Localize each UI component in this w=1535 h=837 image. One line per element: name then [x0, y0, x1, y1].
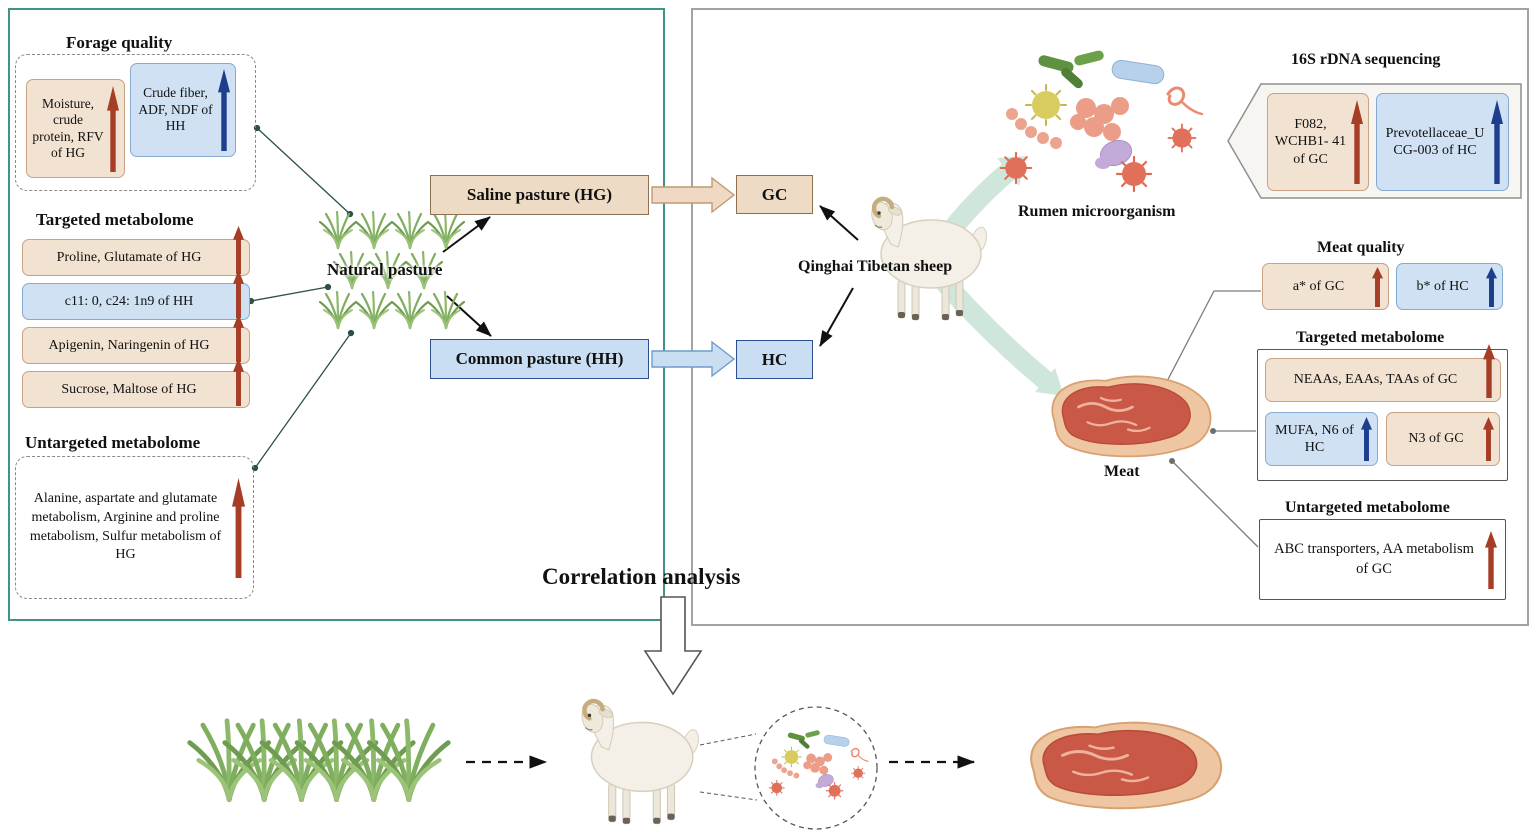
increase-arrow-icon [1491, 100, 1503, 184]
sheep-results-panel [691, 8, 1529, 626]
pasture-panel [8, 8, 665, 621]
targeted-row-2-text: c11: 0, c24: 1n9 of HH [64, 293, 194, 309]
untargeted-metabolome-left-title: Untargeted metabolome [25, 433, 201, 452]
magnifier-cone-lines [699, 733, 758, 801]
meat-quality-hc-text: b* of HC [1416, 278, 1469, 294]
targeted-row-1: Proline, Glutamate of HG [22, 225, 250, 276]
sheep-to-meat-green-arrowhead [1035, 368, 1064, 396]
increase-arrow-icon [233, 357, 244, 406]
targeted-row-1-text: Proline, Glutamate of HG [56, 249, 202, 265]
sequencing-gc-box: F082, WCHB1- 41 of GC [1267, 93, 1369, 191]
increase-arrow-icon [233, 269, 244, 318]
untargeted-metabolome-left-box: Alanine, aspartate and glutamate metabol… [15, 456, 254, 599]
increase-arrow-icon [233, 225, 244, 274]
meat-quality-gc-text: a* of GC [1292, 278, 1345, 294]
sequencing-hc-box: Prevotellaceae_UCG-003 of HC [1376, 93, 1509, 191]
targeted-right-row2a-text: MUFA, N6 of HC [1275, 422, 1354, 455]
increase-arrow-icon [1372, 266, 1383, 307]
meat-illustration [1050, 375, 1212, 458]
increase-arrow-icon [1351, 100, 1363, 184]
gc-group-box: GC [736, 175, 813, 214]
increase-arrow-icon [233, 313, 244, 362]
increase-arrow-icon [1485, 530, 1497, 589]
untargeted-metabolome-right-box: ABC transporters, AA metabolism of GC [1259, 519, 1506, 600]
sequencing-title: 16S rDNA sequencing [1291, 51, 1441, 68]
targeted-row-3: Apigenin, Naringenin of HG [22, 313, 250, 364]
rumen-microorganism-label: Rumen microorganism [1018, 203, 1176, 220]
meat-quality-hc-box: b* of HC [1396, 263, 1503, 310]
increase-arrow-icon [218, 69, 230, 151]
increase-arrow-icon [1486, 266, 1497, 307]
untargeted-metabolome-left-text: Alanine, aspartate and glutamate metabol… [29, 490, 222, 563]
increase-arrow-icon [1361, 417, 1372, 461]
forage-hg-text: Moisture, crude protein, RFV of HG [32, 95, 104, 160]
forage-quality-title: Forage quality [66, 33, 173, 52]
sheep-to-hc-arrow [819, 287, 854, 347]
common-to-hc-block-arrow [651, 340, 736, 378]
correlation-down-arrow [643, 596, 703, 696]
untargeted-metabolome-right-title: Untargeted metabolome [1285, 499, 1450, 516]
targeted-metabolome-right-title: Targeted metabolome [1296, 329, 1445, 346]
meat-connector-lines [1162, 290, 1261, 548]
meat-quality-title: Meat quality [1317, 239, 1405, 256]
sequencing-gc-text: F082, WCHB1- 41 of GC [1274, 117, 1347, 167]
saline-pasture-box: Saline pasture (HG) [430, 175, 649, 215]
targeted-row-4: Sucrose, Maltose of HG [22, 357, 250, 408]
natural-pasture-label: Natural pasture [327, 260, 443, 279]
targeted-right-row1-box: NEAAs, EAAs, TAAs of GC [1265, 344, 1501, 402]
bottom-sheep-illustration [556, 694, 708, 836]
targeted-right-row2b-text: N3 of GC [1408, 431, 1464, 447]
targeted-right-row2b-box: N3 of GC [1386, 412, 1500, 466]
targeted-metabolome-left-title: Targeted metabolome [36, 210, 194, 229]
forage-quality-group-box [15, 54, 256, 191]
rumen-microorganism-illustration [986, 50, 1206, 205]
forage-hh-text: Crude fiber, ADF, NDF of HH [138, 85, 213, 134]
increase-arrow-icon [232, 477, 245, 578]
sequencing-hc-text: Prevotellaceae_UCG-003 of HC [1385, 125, 1485, 158]
meat-quality-gc-box: a* of GC [1262, 263, 1389, 310]
increase-arrow-icon [107, 85, 119, 172]
hc-group-box: HC [736, 340, 813, 379]
bottom-rumen-microbes-illustration [762, 730, 870, 806]
black-flow-arrows [442, 205, 859, 347]
forage-hg-box: Moisture, crude protein, RFV of HG [26, 79, 125, 178]
targeted-right-row1-text: NEAAs, EAAs, TAAs of GC [1293, 372, 1458, 388]
saline-to-gc-block-arrow [651, 176, 736, 214]
meat-label: Meat [1104, 463, 1140, 480]
correlation-analysis-label: Correlation analysis [542, 564, 741, 589]
sheep-to-gc-arrow [819, 205, 859, 241]
left-connector-lines [247, 124, 355, 472]
increase-arrow-icon [1483, 344, 1495, 398]
targeted-right-row2a-box: MUFA, N6 of HC [1265, 412, 1378, 466]
bottom-meat-illustration [1029, 720, 1223, 810]
targeted-row-3-text: Apigenin, Naringenin of HG [48, 337, 210, 353]
bottom-grass-illustration [185, 712, 453, 804]
forage-hh-box: Crude fiber, ADF, NDF of HH [130, 63, 236, 157]
increase-arrow-icon [1483, 417, 1494, 461]
grass-to-saline-arrow [442, 216, 491, 253]
targeted-row-2: c11: 0, c24: 1n9 of HH [22, 269, 250, 320]
grass-to-common-arrow [446, 295, 492, 337]
untargeted-metabolome-right-text: ABC transporters, AA metabolism of GC [1274, 540, 1474, 577]
common-pasture-box: Common pasture (HH) [430, 339, 649, 379]
sheep-label: Qinghai Tibetan sheep [798, 258, 953, 275]
targeted-row-4-text: Sucrose, Maltose of HG [61, 381, 197, 397]
